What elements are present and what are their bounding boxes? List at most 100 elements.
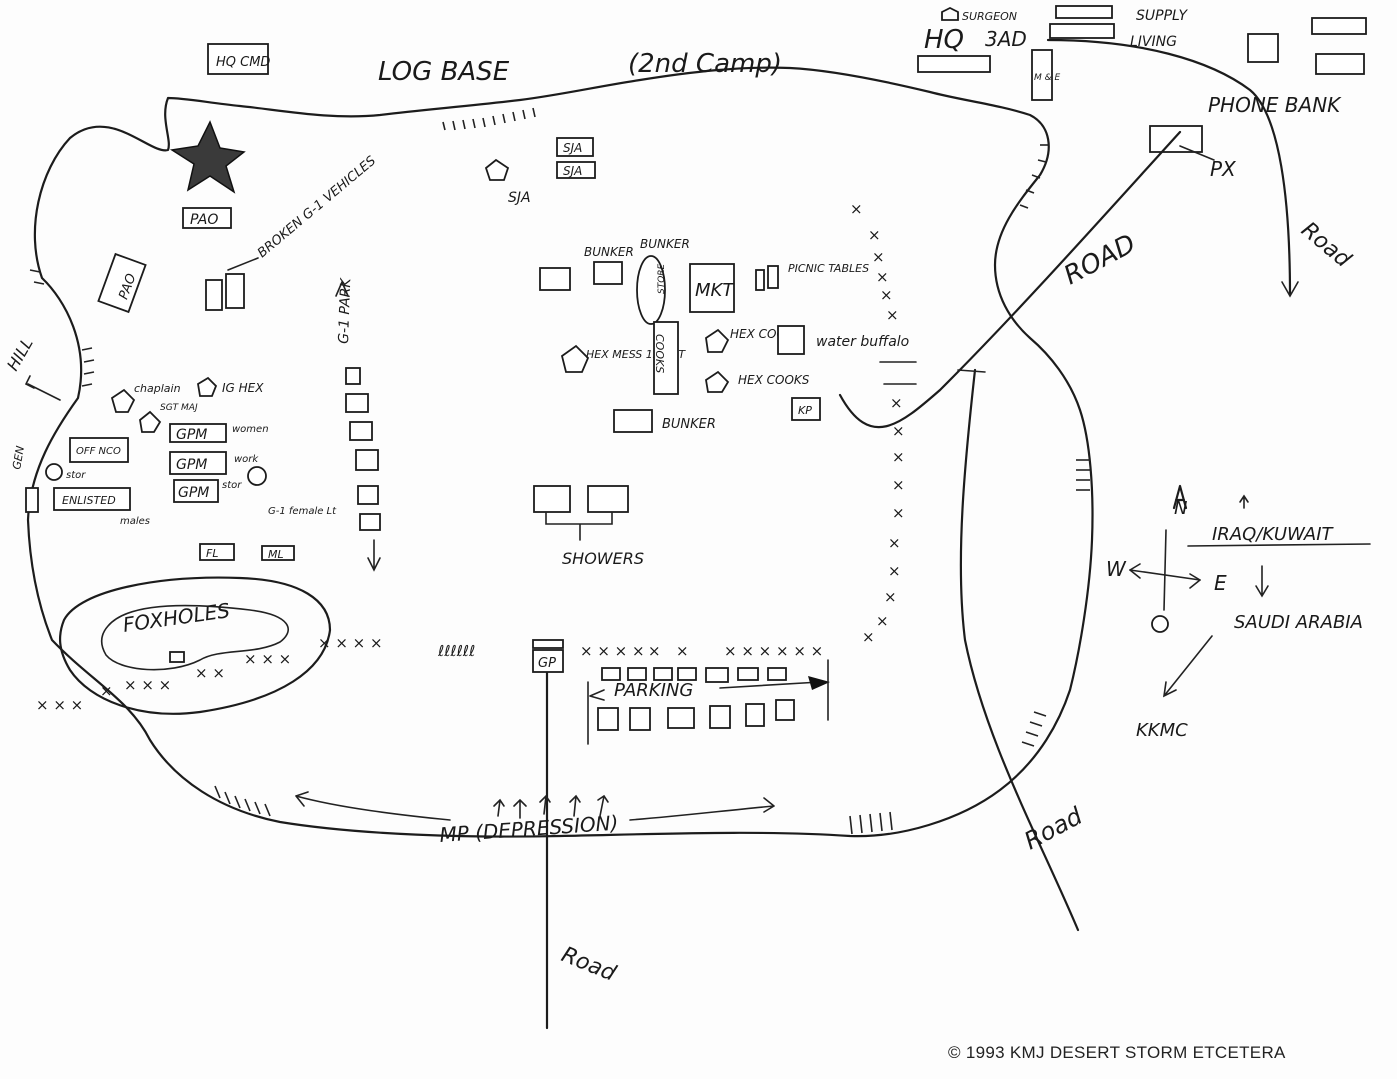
lower-right-road [959, 368, 1080, 932]
off-nco-label: OFF NCO [76, 446, 121, 457]
parking-vehicles-row-2 [597, 699, 795, 731]
svg-text:×: × [886, 306, 899, 324]
bunker-label-3: BUNKER [662, 417, 716, 432]
svg-text:×: × [676, 642, 689, 660]
phone-box-3 [1315, 53, 1365, 75]
px-pointer [1179, 145, 1215, 161]
ml-box [261, 545, 295, 561]
showers-bracket [545, 511, 613, 541]
foxholes-outer-ring [58, 576, 332, 715]
compass-w-label: W [1106, 557, 1127, 581]
g1-park-vehicles [345, 367, 381, 531]
gp-label: GP [538, 656, 556, 671]
m-and-e-label: M & E [1034, 73, 1061, 83]
ml-label: ML [268, 548, 284, 561]
top-road [1046, 38, 1292, 297]
gpm-box-2 [169, 451, 227, 475]
parking-arrow [589, 689, 605, 701]
bunker-box-1 [539, 267, 571, 291]
gp-box [532, 649, 564, 673]
sgt-maj-label: SGT MAJ [160, 403, 198, 413]
hex-cooks-2-label: HEX COOKS [738, 373, 810, 387]
svg-text:× × × × × ×: × × × × × × [724, 642, 823, 660]
phone-bank-label: PHONE BANK [1208, 93, 1342, 117]
shower-box-2 [587, 485, 629, 513]
gpm-1-label: GPM [176, 427, 207, 443]
copyright-notice: © 1993 KMJ DESERT STORM ETCETERA [948, 1043, 1286, 1062]
compass-n-label: N [1174, 498, 1187, 519]
parking-label: PARKING [614, 680, 693, 701]
supply-box [1055, 5, 1113, 19]
g1-park-arrow-up [335, 279, 349, 297]
svg-text:× × ×: × × × [244, 650, 291, 668]
bunker-box-2 [593, 261, 623, 285]
foxholes-label: FOXHOLES [121, 598, 231, 637]
males-label: males [120, 516, 150, 527]
svg-text:×: × [892, 476, 905, 494]
stor-left-label: stor [66, 470, 86, 481]
px-label: PX [1210, 157, 1237, 181]
showers-label: SHOWERS [562, 549, 644, 568]
living-label: LIVING [1130, 34, 1177, 50]
m-and-e-box [1031, 49, 1053, 101]
map-subtitle: (2nd Camp) [628, 49, 782, 79]
broken-vehicle-pointer [227, 257, 259, 271]
gen-marker [45, 463, 63, 481]
g1-female-lt-marker [247, 466, 267, 486]
svg-text:×: × [648, 642, 661, 660]
picnic-table-2 [767, 265, 779, 289]
sja-box-2 [556, 161, 596, 179]
gen-box [25, 487, 39, 513]
parking-flow [719, 681, 821, 689]
pao-box-2 [97, 252, 147, 314]
sja-box-2-label: SJA [563, 164, 582, 178]
picnic-tables-label: PICNIC TABLES [788, 262, 869, 275]
mp-depression-label: MP (DEPRESSION) [439, 811, 619, 847]
living-box [1049, 23, 1115, 39]
saudi-arabia-label: SAUDI ARABIA [1234, 612, 1363, 633]
bunker-label-2: BUNKER [640, 237, 690, 251]
chaplain-tent-icon [110, 388, 136, 413]
kkmc-arrow [1162, 635, 1213, 698]
iraq-kuwait-label: IRAQ/KUWAIT [1212, 524, 1335, 545]
stor-label: stor [222, 480, 242, 491]
store-oval [636, 255, 666, 325]
px-box [1149, 125, 1203, 153]
svg-text:×: × [888, 562, 901, 580]
bunker-label-1: BUNKER [584, 245, 634, 259]
coil-wire: ℓℓℓℓℓℓ [437, 642, 475, 660]
gpm-box-1 [169, 423, 227, 443]
foxholes-inner-ring [100, 604, 290, 671]
top-right-road-label: Road [1296, 217, 1356, 273]
svg-text:×: × [868, 226, 881, 244]
svg-text:×: × [862, 628, 875, 646]
phone-box-2 [1311, 17, 1367, 35]
picnic-table-1 [755, 269, 765, 291]
svg-text:×: × [890, 394, 903, 412]
mp-arrow-right [629, 797, 775, 821]
broken-vehicle-1 [205, 279, 223, 311]
top-road-arrow [1281, 281, 1299, 298]
broken-vehicles-label: BROKEN G-1 VEHICLES [255, 154, 379, 262]
phone-box-1 [1247, 33, 1279, 63]
supply-label: SUPPLY [1136, 8, 1188, 24]
svg-text:× × × ×: × × × × [318, 634, 383, 652]
hill-arrow [24, 375, 61, 401]
hex-cooks-2-tent-icon [705, 370, 730, 393]
hex-mess-tent-icon [560, 344, 590, 373]
gen-label: GEN [10, 445, 27, 471]
bunker-box-3 [613, 409, 653, 433]
svg-text:×: × [892, 422, 905, 440]
gpm-box-3 [173, 479, 219, 503]
svg-text:×: × [876, 612, 889, 630]
hq-cmd-box [207, 43, 269, 75]
pao-box [182, 207, 232, 229]
wire-left: × × × × × × × × × × × × × × × × [36, 634, 383, 714]
parking-vehicles-row-1 [601, 667, 787, 683]
svg-text:× × ×: × × × [124, 676, 171, 694]
hq-tent-box [917, 55, 991, 73]
compass-rose [1129, 484, 1269, 633]
fl-box [199, 543, 235, 561]
